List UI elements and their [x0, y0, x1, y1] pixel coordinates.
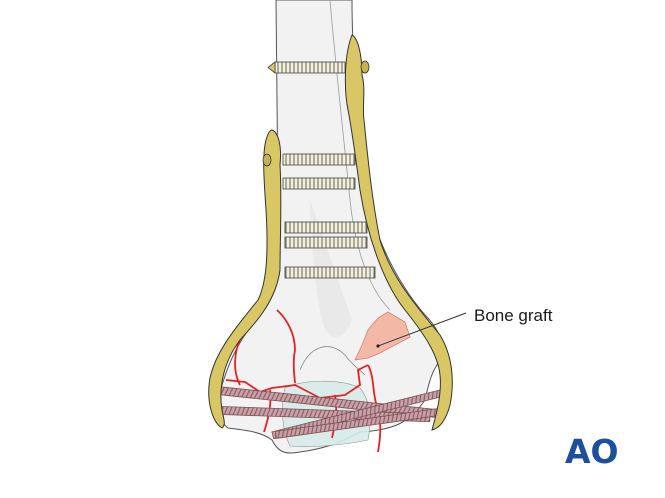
- bone-graft-leader-line: [377, 312, 467, 347]
- ao-logo: AO: [565, 432, 619, 471]
- bone-graft-label: Bone graft: [474, 306, 553, 325]
- leader-dot: [376, 344, 380, 348]
- shaft-screws: [267, 61, 376, 279]
- lateral-plate: [344, 34, 453, 431]
- medial-plate: [208, 129, 282, 429]
- plate-screw-head: [262, 153, 272, 167]
- ao-logo-text: AO: [565, 432, 619, 471]
- plate-screw-head: [360, 60, 370, 74]
- bone-graft: [354, 311, 411, 361]
